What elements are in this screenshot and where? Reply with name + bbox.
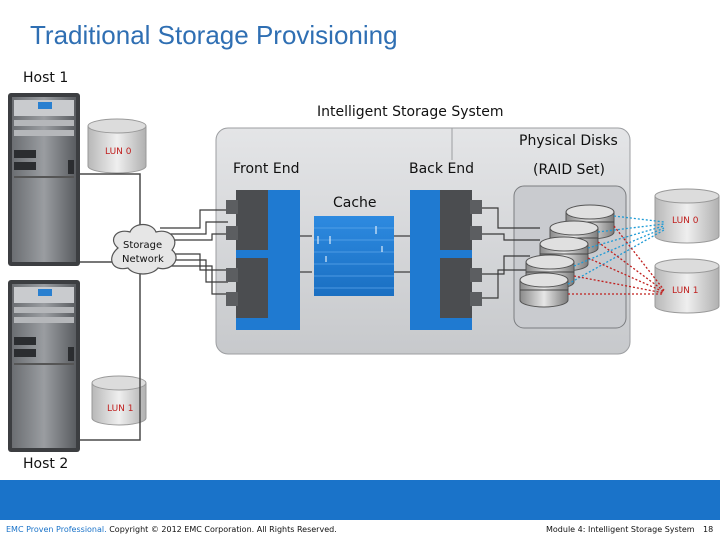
host2-lun1-label: LUN 1	[107, 404, 134, 414]
host1-lun0-cylinder	[87, 118, 147, 174]
storage-network-cloud	[111, 223, 177, 275]
backend-cables	[482, 207, 540, 299]
cache-label: Cache	[333, 195, 377, 211]
system-label: Intelligent Storage System	[317, 104, 504, 120]
physical-disk-stack	[519, 204, 615, 308]
raid-set-label: (RAID Set)	[533, 162, 606, 178]
host1-lun0-label: LUN 0	[105, 147, 132, 157]
lun0-mapping-links	[567, 215, 665, 285]
footer	[0, 520, 720, 540]
slide-title: Traditional Storage Provisioning	[30, 20, 398, 50]
footer-brand: EMC Proven Professional.	[6, 525, 107, 534]
storage-diagram	[8, 93, 720, 452]
internal-links	[300, 235, 410, 273]
host1-server	[8, 93, 80, 266]
lun1-mapping-links	[568, 225, 665, 295]
storage-network-label-line2: Network	[122, 254, 164, 265]
footer-copyright: EMC Proven Professional. Copyright © 201…	[6, 525, 337, 534]
back-end-controller	[410, 190, 482, 330]
footer-page-number: 18	[703, 525, 714, 534]
host2-label: Host 2	[23, 456, 69, 472]
host-cables	[80, 173, 141, 441]
host2-server	[8, 280, 80, 452]
host2-lun1-cylinder	[91, 375, 147, 426]
host1-label: Host 1	[23, 70, 69, 86]
back-end-label: Back End	[409, 161, 475, 177]
front-end-label: Front End	[233, 161, 300, 177]
front-end-controller	[226, 190, 300, 330]
array-lun1-cylinder	[654, 258, 720, 314]
array-lun0-label: LUN 0	[672, 216, 699, 226]
cache-memory	[314, 216, 394, 296]
footer-copyright-text: Copyright © 2012 EMC Corporation. All Ri…	[106, 525, 337, 534]
array-lun0-cylinder	[654, 188, 720, 244]
physical-disks-label: Physical Disks	[519, 133, 618, 149]
array-lun1-label: LUN 1	[672, 286, 699, 296]
footer-module: Module 4: Intelligent Storage System	[546, 525, 695, 534]
footer-bar	[0, 480, 720, 520]
storage-network-label-line1: Storage	[123, 240, 163, 251]
network-cables	[160, 209, 228, 295]
